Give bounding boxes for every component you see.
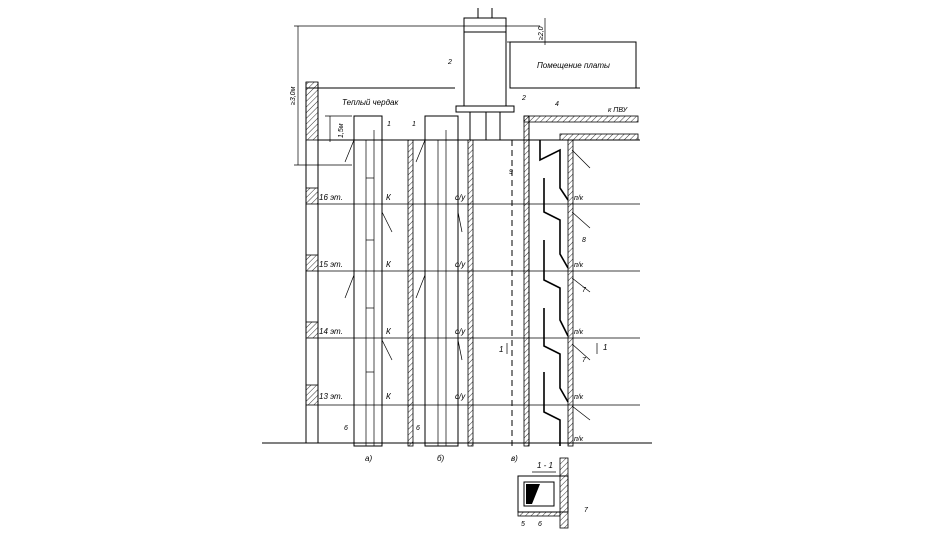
svg-text:К: К — [386, 260, 392, 269]
callout-1a: 1 — [387, 121, 391, 128]
svg-text:п/к: п/к — [574, 329, 584, 336]
callout-2-chimney: 2 — [447, 59, 452, 66]
callout-7b: 7 — [582, 357, 587, 364]
callout-8: 8 — [582, 237, 586, 244]
floor-slabs — [318, 203, 640, 406]
shaft-scheme-v — [523, 115, 574, 447]
svg-text:с/у: с/у — [455, 193, 466, 202]
grille-arrows — [344, 139, 591, 421]
callout-7a: 7 — [582, 287, 587, 294]
scheme-label-b: б) — [437, 454, 445, 463]
svg-text:1: 1 — [603, 343, 607, 352]
floor-label-16: 16 эт. — [319, 193, 343, 202]
svg-text:Помещение платы: Помещение платы — [537, 61, 610, 70]
svg-text:К: К — [386, 392, 392, 401]
exhaust-chimney — [455, 8, 515, 140]
exterior-wall — [305, 81, 319, 443]
scheme-label-v: в) — [511, 454, 518, 463]
callout-6a: 6 — [344, 425, 348, 432]
svg-text:к ПВУ: к ПВУ — [608, 107, 629, 114]
floor-label-14: 14 эт. — [319, 327, 343, 336]
callout-1b: 1 — [412, 121, 416, 128]
scheme-label-a: а) — [365, 454, 372, 463]
shaft-scheme-b — [407, 115, 474, 447]
svg-text:6: 6 — [538, 521, 542, 528]
svg-text:с/у: с/у — [455, 392, 466, 401]
svg-text:1,5м: 1,5м — [338, 123, 345, 138]
callout-4: 4 — [555, 101, 559, 108]
svg-text:К: К — [386, 193, 392, 202]
svg-text:с/у: с/у — [455, 260, 466, 269]
dimension-2m: ≥2,0 — [507, 18, 636, 45]
svg-text:К: К — [386, 327, 392, 336]
dimension-1-5m: 1,5м — [325, 115, 352, 142]
svg-text:1: 1 — [499, 345, 503, 354]
svg-text:≥2,0: ≥2,0 — [538, 26, 545, 40]
svg-text:с/у: с/у — [455, 327, 466, 336]
section-detail: 1 - 1 5 6 7 — [517, 457, 589, 529]
shaft-codes: К К К К с/у с/у с/у с/у п/к п/к п/к п/к … — [386, 193, 584, 443]
floor-label-15: 15 эт. — [319, 260, 343, 269]
callout-6b: 6 — [416, 425, 420, 432]
svg-text:п/к: п/к — [574, 195, 584, 202]
duct-to-pvu: к ПВУ — [523, 107, 639, 141]
dimension-3m: ≥3,0м — [290, 25, 540, 166]
svg-text:п/к: п/к — [574, 262, 584, 269]
svg-text:5: 5 — [521, 521, 525, 528]
svg-text:п/к: п/к — [574, 436, 584, 443]
svg-text:1 - 1: 1 - 1 — [537, 461, 553, 470]
shaft-scheme-a — [353, 115, 383, 447]
svg-text:7: 7 — [584, 507, 589, 514]
warm-attic-label: Теплый чердак — [342, 98, 399, 107]
svg-text:≥3,0м: ≥3,0м — [290, 86, 297, 105]
section-marks: 1 1 — [499, 343, 607, 354]
callout-9: 9 — [509, 169, 513, 176]
svg-text:п/к: п/к — [574, 394, 584, 401]
callout-2-base: 2 — [521, 95, 526, 102]
room-box: Помещение платы — [509, 41, 637, 89]
floor-label-13: 13 эт. — [319, 392, 343, 401]
